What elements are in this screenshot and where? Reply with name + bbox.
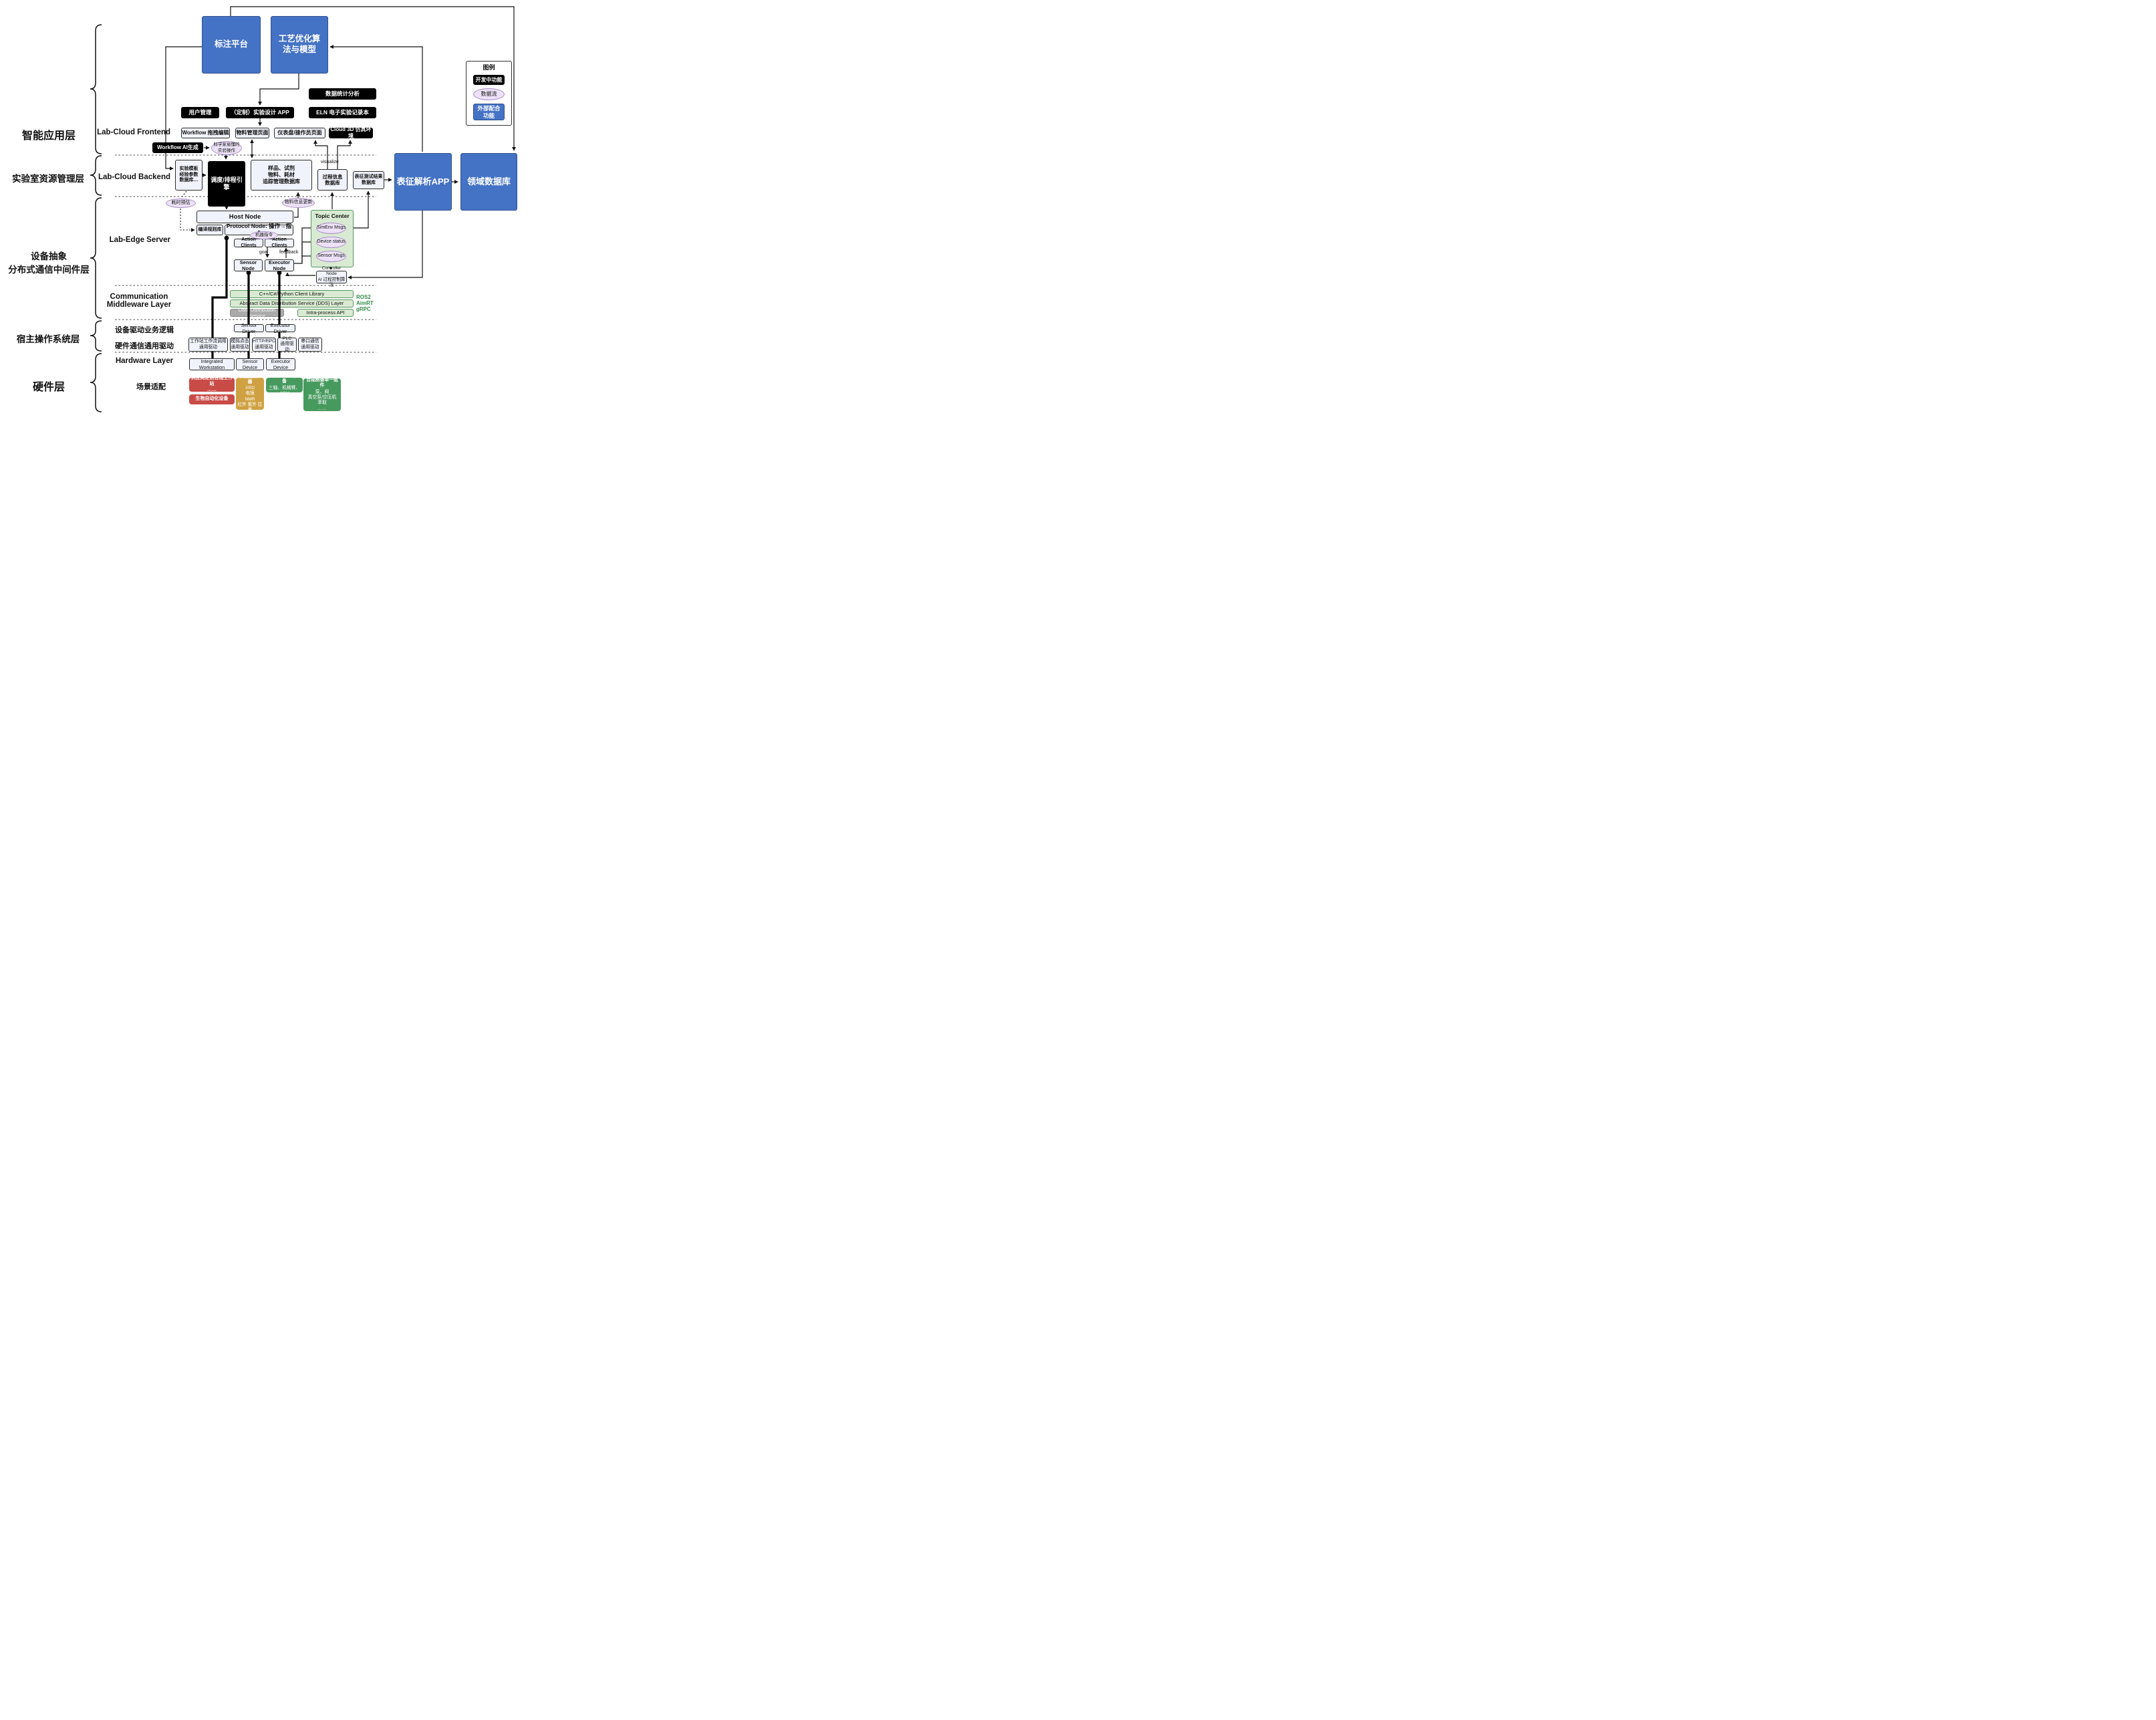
edge-label-goal: goal xyxy=(259,250,269,255)
section-frontend: Lab-Cloud Frontend xyxy=(97,128,170,136)
compile-rules-box: 编译规则库 xyxy=(196,225,223,235)
sensor-msgs-ellipse: Sensor Msgs xyxy=(316,251,346,262)
edge-label-feedback: feedback xyxy=(279,250,299,255)
section-driver-logic: 设备驱动业务逻辑 xyxy=(115,326,174,334)
drv-click-box: 模拟点击 通用驱动 xyxy=(230,338,250,352)
edge-label-visualize: visualize xyxy=(321,160,339,164)
legend-dev-feature: 开发中功能 xyxy=(473,75,505,85)
action-clients-2-box: Action Clients xyxy=(265,237,294,248)
domain-db-box: 领域数据库 xyxy=(460,153,517,211)
char-instruments-sub: XRD 电镜 NMR 红外 紫外 拉曼 xyxy=(237,386,263,413)
char-analysis-app-box: 表征解析APP xyxy=(394,153,452,211)
auto-sampler-sub: 三轴、机械臂、AGV xyxy=(268,385,301,396)
material-update-ellipse: 物料信息更新 xyxy=(282,198,315,208)
dds-layer-box: Abstract Data Distribution Service (DDS)… xyxy=(230,299,354,308)
eln-box: ELN 电子实验记录本 xyxy=(309,107,376,118)
synth-components-sub: 泵、阀 真空泵/空压机 萃取 …… xyxy=(307,389,337,411)
sensor-driver-box: Sensor Driver xyxy=(234,322,264,334)
section-hw-driver: 硬件通信通用驱动 xyxy=(115,342,174,350)
dotted-edges xyxy=(180,191,195,232)
user-mgmt-box: 用户管理 xyxy=(181,107,219,118)
section-scene-adapt: 场景适配 xyxy=(136,383,166,391)
custom-exp-app-box: （定制）实验设计 APP xyxy=(226,107,294,118)
action-clients-1-box: Action Clients xyxy=(234,237,263,248)
section-backend: Lab-Cloud Backend xyxy=(98,173,170,181)
layer-label-middleware: 设备抽象 分布式通信中间件层 xyxy=(8,251,90,275)
protocols-label: ROS2 AimRT gRPC xyxy=(356,294,374,312)
vendor-workstation-box: 供应商定制合成工作站 …… xyxy=(189,376,235,392)
layer-label-resource: 实验室资源管理层 xyxy=(12,174,84,184)
legend-external: 外部配合 功能 xyxy=(473,104,505,120)
legend-data-flow: 数据流 xyxy=(473,88,505,100)
intra-process-api-box: Intra-process API xyxy=(297,309,354,317)
scientist-ops-ellipse: 科学家易懂的 实验操作 xyxy=(211,141,242,155)
section-edge-server: Lab-Edge Server xyxy=(109,236,170,244)
sample-db-box: 样品、试剂 物料、耗材 追踪管理数据库 xyxy=(251,160,312,191)
char-instruments-title: 表征测试仪器 xyxy=(239,374,261,384)
layer-label-app: 智能应用层 xyxy=(21,130,76,142)
drv-serial-box: 串口通信 通用驱动 xyxy=(298,338,322,352)
layer-label-hardware: 硬件层 xyxy=(32,382,65,393)
dashboard-page-box: 仪表盘/操作员页面 xyxy=(274,128,325,138)
exp-template-db-box: 实验模板 经验参数 数据库… xyxy=(175,160,203,191)
scheduler-box: 调度/排程引擎 xyxy=(208,161,245,207)
device-status-ellipse: Device status xyxy=(316,237,346,248)
simenv-msgs-ellipse: SimEnv Msgs xyxy=(316,223,346,234)
executor-driver-box: Executor Driver xyxy=(265,322,295,334)
time-estimate-ellipse: 耗时预估 xyxy=(166,199,196,208)
drv-http-box: HTTP/RPC 通用驱动 xyxy=(252,338,276,352)
sensor-device-box: Sensor Device xyxy=(236,358,264,370)
drv-plc-box: PLC 通用驱动 xyxy=(277,336,297,352)
executor-node-box: Executor Node xyxy=(265,259,294,271)
char-result-db-box: 表征测试结果 数据库 xyxy=(353,171,384,189)
client-library-box: C++/C#/Python Client Library xyxy=(230,290,354,298)
char-instruments-box: 表征测试仪器 XRD 电镜 NMR 红外 紫外 拉曼 xyxy=(236,374,264,413)
integrated-workstation-box: Integrated Workstation xyxy=(189,358,235,370)
synth-components-title: 合成制备单一组件 xyxy=(306,377,338,388)
data-stats-box: 数据统计分析 xyxy=(309,88,376,100)
material-page-box: 物料管理页面 xyxy=(235,128,269,138)
layer-label-host-os: 宿主操作系统层 xyxy=(16,334,80,344)
cloud3d-box: Cloud 3D 仿真环境 xyxy=(329,126,373,139)
auto-sampler-box: 自动进样/转运设备 三轴、机械臂、AGV xyxy=(266,374,303,396)
auto-sampler-title: 自动进样/转运设备 xyxy=(267,373,301,384)
annotation-platform-box: 标注平台 xyxy=(202,16,261,74)
drv-workstation-box: 工作站工作流调用 通用驱动 xyxy=(188,338,228,352)
section-hardware-layer: Hardware Layer xyxy=(115,357,174,365)
host-node-box: Host Node xyxy=(196,211,293,223)
sensor-node-box: Sensor Node xyxy=(234,259,263,271)
executor-device-box: Executor Device xyxy=(266,358,295,370)
synth-components-box: 合成制备单一组件 泵、阀 真空泵/空压机 萃取 …… xyxy=(303,378,341,411)
process-optimization-box: 工艺优化算法与模型 xyxy=(271,16,328,74)
layer-braces xyxy=(90,24,102,412)
workflow-edit-box: Workflow 拖拽编辑 xyxy=(181,128,230,138)
machine-cmd-ellipse: 机器指令 xyxy=(250,231,278,239)
workflow-ai-box: Workflow AI生成 xyxy=(152,142,203,153)
section-comm-middleware: Communication Middleware Layer xyxy=(106,293,172,309)
dds-service-box: Data Distribution Service xyxy=(230,307,284,319)
process-info-db-box: 过程信息 数据库 xyxy=(317,169,348,191)
controller-node-box: Controller Node AI 过程控制算法 xyxy=(316,266,347,287)
bio-automation-box: 生物自动化设备 xyxy=(189,394,235,404)
